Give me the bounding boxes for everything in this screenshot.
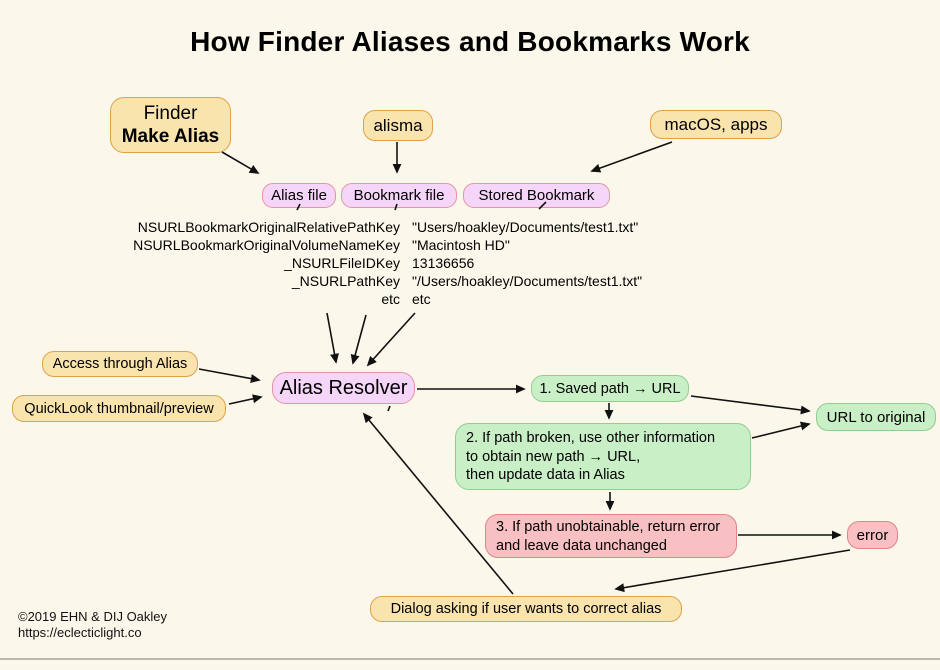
arrow-access-to-resolver [198,368,261,383]
finder-label: Finder [143,103,198,124]
bookmark-key-row: _NSURLFileIDKey 13136656 [60,254,680,272]
node-step1-saved-path: 1. Saved path → URL [531,375,689,402]
arrow-keys-to-resolver-2 [350,314,367,365]
step3-line2: and leave data unchanged [496,537,667,554]
node-step2-path-broken: 2. If path broken, use other information… [455,423,751,490]
alias-resolver-label: Alias Resolver [279,376,408,399]
node-dialog-correct-alias: Dialog asking if user wants to correct a… [370,596,682,622]
stored-bookmark-label: Stored Bookmark [478,187,595,204]
node-url-to-original: URL to original [816,403,936,431]
tick-under-resolver [387,405,391,412]
node-quicklook-thumbnail: QuickLook thumbnail/preview [12,395,226,422]
bookmark-key: NSURLBookmarkOriginalVolumeNameKey [133,237,400,253]
bookmark-key: NSURLBookmarkOriginalRelativePathKey [137,219,400,235]
alias-file-label: Alias file [271,187,327,204]
bookmark-key-row: NSURLBookmarkOriginalRelativePathKey "Us… [60,218,680,236]
node-stored-bookmark: Stored Bookmark [463,183,610,208]
arrow-step1-to-url-original [690,395,811,415]
node-bookmark-file: Bookmark file [341,183,457,208]
bookmark-key: _NSURLPathKey [291,273,400,289]
bookmark-value: "Users/hoakley/Documents/test1.txt" [412,219,639,235]
node-alias-resolver: Alias Resolver [272,372,415,404]
step1-label: 1. Saved path → URL [539,380,681,397]
step2-line3: then update data in Alias [466,467,625,483]
node-macos-apps: macOS, apps [650,110,782,139]
bookmark-value: "Macintosh HD" [412,237,510,253]
arrow-keys-to-resolver-1 [326,312,339,364]
copyright-footer: ©2019 EHN & DIJ Oakley https://eclecticl… [18,609,167,641]
copyright-text: ©2019 EHN & DIJ Oakley [18,609,168,624]
node-finder-make-alias: Finder Make Alias [110,97,231,153]
step2-line1: 2. If path broken, use other information [466,430,716,446]
node-access-through-alias: Access through Alias [42,351,198,377]
bookmark-value: 13136656 [412,255,475,271]
arrow-finder-to-alias-file [221,151,260,174]
bookmark-key-list: NSURLBookmarkOriginalRelativePathKey "Us… [60,218,680,308]
bottom-divider [0,658,940,660]
node-error: error [847,521,898,549]
quicklook-label: QuickLook thumbnail/preview [24,400,214,417]
alisma-label: alisma [373,115,423,135]
bookmark-value: "/Users/hoakley/Documents/test1.txt" [412,273,643,289]
step3-line1: 3. If path unobtainable, return error [496,519,721,535]
node-alisma: alisma [363,110,433,141]
bookmark-key-row: etc etc [60,290,680,308]
error-label: error [856,526,889,544]
diagram-title: How Finder Aliases and Bookmarks Work [190,26,750,57]
bookmark-value: etc [412,291,431,307]
access-through-alias-label: Access through Alias [52,356,188,372]
arrow-macos-to-stored-bookmark [590,141,673,173]
arrow-keys-to-resolver-3 [366,312,416,367]
bookmark-key: etc [381,291,400,307]
macos-apps-label: macOS, apps [664,114,768,134]
step2-line2: to obtain new path → URL, [466,448,641,465]
arrow-step2-to-url-original [751,421,811,439]
arrow-quicklook-to-resolver [228,394,263,405]
make-alias-label: Make Alias [121,126,220,147]
bookmark-key-row: NSURLBookmarkOriginalVolumeNameKey "Maci… [60,236,680,254]
site-url-text: https://eclecticlight.co [18,625,142,640]
bookmark-key-row: _NSURLPathKey "/Users/hoakley/Documents/… [60,272,680,290]
url-to-original-label: URL to original [826,408,926,426]
node-alias-file: Alias file [262,183,336,208]
bookmark-file-label: Bookmark file [353,187,445,204]
node-step3-path-unobtainable: 3. If path unobtainable, return error an… [485,514,737,558]
dialog-label: Dialog asking if user wants to correct a… [390,601,662,617]
bookmark-key: _NSURLFileIDKey [284,255,400,271]
